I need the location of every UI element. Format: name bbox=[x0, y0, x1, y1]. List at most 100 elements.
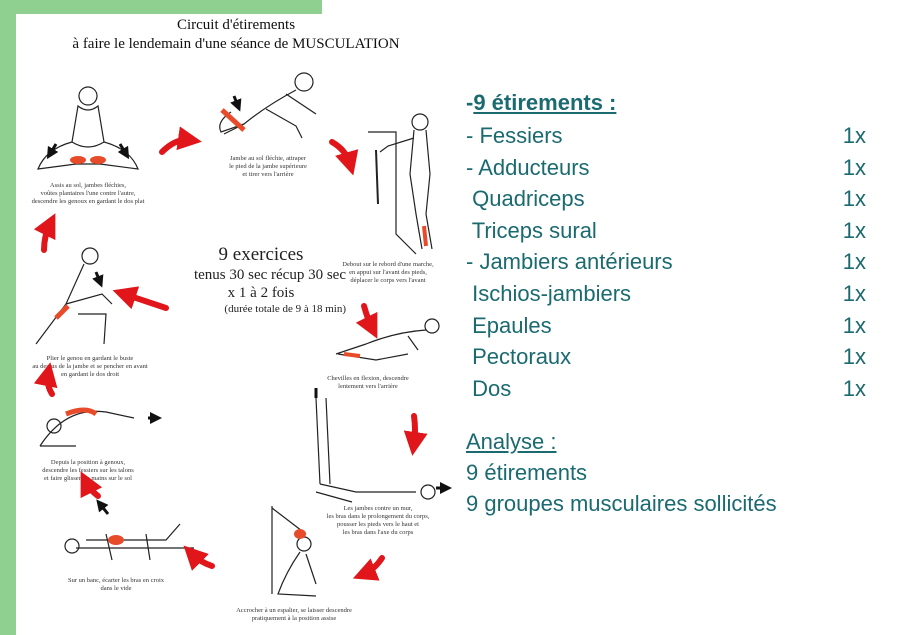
caption-3-line1: Debout sur le rebord d'une marche, bbox=[342, 261, 434, 268]
stretch-label: - Jambiers antérieurs bbox=[466, 249, 673, 275]
analysis-line-muscle-groups: 9 groupes musculaires sollicités bbox=[466, 491, 777, 517]
stretch-label: - Adducteurs bbox=[466, 154, 590, 180]
circuit-summary: 9 exercices tenus 30 sec récup 30 sec x … bbox=[116, 244, 346, 316]
stretch-label: Triceps sural bbox=[466, 217, 597, 243]
caption-3-line2: en appui sur l'avant des pieds, bbox=[349, 269, 427, 276]
caption-2-line1: Jambe au sol fléchie, attraper bbox=[230, 155, 307, 162]
caption-6-line2: pratiquement à la position assise bbox=[252, 615, 337, 622]
stretch-label: Ischios-jambiers bbox=[466, 280, 632, 306]
caption-2-line3: et tirer vers l'arrière bbox=[242, 171, 293, 178]
arrow-red-5 bbox=[352, 555, 385, 581]
caption-3-line3: déplacer le corps vers l'avant bbox=[350, 277, 425, 284]
caption-1-line3: descendre les genoux en gardant le dos p… bbox=[32, 198, 145, 205]
stretch-row: Ischios-jambiers 1x bbox=[466, 278, 886, 310]
caption-5-line3: pousser les pieds vers le haut et bbox=[337, 521, 419, 528]
figure-hamstring bbox=[35, 247, 113, 345]
caption-5: Les jambes contre un mur, les bras dans … bbox=[327, 505, 430, 536]
caption-2-line2: le pied de la jambe supérieure bbox=[229, 163, 307, 170]
stretch-count: 1x bbox=[842, 375, 866, 401]
stretch-label: Quadriceps bbox=[466, 186, 585, 212]
caption-5-line1: Les jambes contre un mur, bbox=[344, 505, 413, 512]
arrow-red-6 bbox=[183, 545, 215, 571]
caption-5-line4: les bras dans l'axe du corps bbox=[343, 529, 414, 536]
stretch-label: Dos bbox=[466, 375, 512, 401]
stretch-count: 1x bbox=[842, 312, 866, 338]
caption-8-line1: Depuis la position à genoux, bbox=[51, 459, 126, 466]
caption-9-line3: en gardant le dos droit bbox=[61, 371, 119, 378]
stretch-label: Epaules bbox=[466, 312, 552, 338]
poster-title-line1: Circuit d'étirements bbox=[176, 17, 296, 33]
caption-8-line2: descendre les fessiers sur les talons bbox=[42, 467, 134, 474]
caption-1-line2: voûtes plantaires l'une contre l'autre, bbox=[41, 190, 136, 197]
arrow-red-3 bbox=[355, 303, 378, 339]
figure-lying-quadriceps bbox=[219, 72, 317, 139]
caption-9: Plier le genou en gardant le buste au de… bbox=[32, 355, 148, 378]
stretch-count: 1x bbox=[842, 123, 866, 148]
stretch-row: Dos 1x bbox=[466, 373, 886, 405]
analysis-section: Analyse : 9 étirements 9 groupes muscula… bbox=[466, 426, 886, 519]
stretch-count: 1x bbox=[842, 186, 866, 212]
figure-legs-up-wall bbox=[314, 388, 452, 503]
stretch-count: 1x bbox=[842, 249, 866, 275]
stretch-list-title-prefix: - bbox=[466, 90, 474, 115]
stretch-list-title-text: 9 étirements : bbox=[473, 90, 617, 115]
caption-2: Jambe au sol fléchie, attraper le pied d… bbox=[229, 155, 307, 178]
stretch-label: - Fessiers bbox=[466, 123, 563, 148]
caption-4-line2: lentement vers l'arrière bbox=[338, 383, 398, 390]
figure-bench-chest bbox=[64, 499, 194, 561]
stretch-label: Pectoraux bbox=[466, 344, 572, 370]
summary-exercise-count: 9 exercices bbox=[218, 244, 304, 265]
figure-seated-butterfly bbox=[37, 86, 139, 170]
green-top-band bbox=[0, 0, 322, 14]
caption-4-line1: Chevilles en flexion, descendre bbox=[327, 375, 409, 382]
green-side-band bbox=[0, 0, 16, 635]
stretch-row: Triceps sural 1x bbox=[466, 215, 886, 247]
analysis-line-stretches: 9 étirements bbox=[466, 460, 588, 486]
arrow-red-9 bbox=[33, 213, 56, 253]
poster-title: Circuit d'étirements à faire le lendemai… bbox=[16, 16, 456, 54]
caption-5-line2: les bras dans le prolongement du corps, bbox=[327, 513, 430, 520]
stretch-poster: Circuit d'étirements à faire le lendemai… bbox=[16, 14, 456, 635]
analysis-title: Analyse : bbox=[466, 429, 557, 455]
arrow-red-center bbox=[112, 286, 169, 311]
stretch-row: Epaules 1x bbox=[466, 310, 886, 342]
arrow-red-7 bbox=[80, 471, 103, 499]
arrow-red-1 bbox=[159, 126, 202, 155]
figure-child-pose bbox=[39, 407, 162, 447]
stretch-summary-panel: -9 étirements : - Fessiers 1x - Adducteur… bbox=[466, 90, 886, 519]
caption-6: Accrocher à un espalier, se laisser desc… bbox=[236, 607, 352, 622]
stretch-count: 1x bbox=[842, 154, 866, 180]
caption-1: Assis au sol, jambes fléchies, voûtes pl… bbox=[32, 182, 145, 205]
stretch-list-title: -9 étirements : bbox=[466, 90, 886, 116]
arrow-red-2 bbox=[329, 139, 359, 176]
figure-kneeling-shin bbox=[335, 318, 440, 361]
caption-4: Chevilles en flexion, descendre lentemen… bbox=[327, 375, 409, 390]
stretch-count: 1x bbox=[842, 217, 866, 243]
figure-hanging-squat bbox=[271, 506, 317, 597]
caption-8: Depuis la position à genoux, descendre l… bbox=[42, 459, 134, 482]
stretch-row: Quadriceps 1x bbox=[466, 183, 886, 215]
caption-9-line2: au dessus de la jambe et se pencher en a… bbox=[32, 363, 148, 370]
summary-timing: tenus 30 sec récup 30 sec bbox=[193, 267, 346, 283]
caption-7: Sur un banc, écarter les bras en croix d… bbox=[68, 577, 165, 592]
exercise-illustrations: Assis au sol, jambes fléchies, voûtes pl… bbox=[32, 72, 452, 622]
poster-title-line2: à faire le lendemain d'une séance de MUS… bbox=[72, 36, 400, 52]
figure-standing-calf bbox=[368, 113, 433, 255]
arrow-red-8 bbox=[33, 362, 58, 397]
stretch-row: Pectoraux 1x bbox=[466, 341, 886, 373]
caption-7-line2: dans le vide bbox=[100, 585, 131, 592]
stretch-row: - Fessiers 1x bbox=[466, 120, 886, 152]
stretch-row: - Adducteurs 1x bbox=[466, 152, 886, 184]
stretch-row: - Jambiers antérieurs 1x bbox=[466, 246, 886, 278]
summary-repeats: x 1 à 2 fois bbox=[227, 285, 295, 301]
caption-6-line1: Accrocher à un espalier, se laisser desc… bbox=[236, 607, 352, 614]
caption-3: Debout sur le rebord d'une marche, en ap… bbox=[342, 261, 434, 284]
stretch-count: 1x bbox=[842, 280, 866, 306]
arrow-red-4 bbox=[403, 413, 428, 456]
summary-duration: (durée totale de 9 à 18 min) bbox=[224, 303, 346, 315]
caption-1-line1: Assis au sol, jambes fléchies, bbox=[50, 182, 127, 189]
caption-9-line1: Plier le genou en gardant le buste bbox=[47, 355, 134, 362]
stretch-count: 1x bbox=[842, 344, 866, 370]
circuit-arrows bbox=[33, 126, 428, 581]
caption-7-line1: Sur un banc, écarter les bras en croix bbox=[68, 577, 165, 584]
